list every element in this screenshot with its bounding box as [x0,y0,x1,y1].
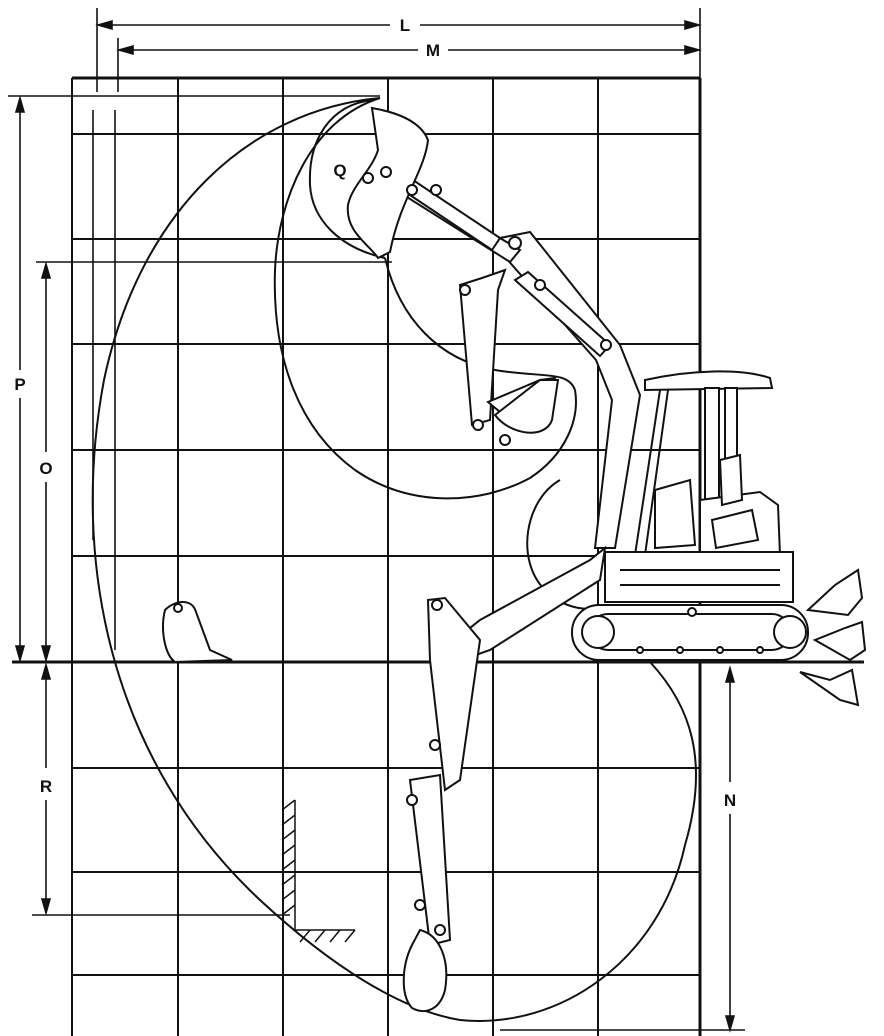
label-R: R [40,777,52,796]
ground-bucket [162,601,233,664]
label-L: L [400,16,410,35]
label-P: P [14,375,25,394]
trench-wall [281,799,356,943]
excavator-raised-arm [346,106,642,549]
dozer-blade-positions [799,568,867,707]
label-N: N [724,791,736,810]
bucket-curl-envelope [308,99,386,259]
excavator-mid-arm [458,268,560,446]
excavator-body [571,370,809,661]
bucket-pin-icon [173,603,183,613]
excavator-lowered-arm [402,545,607,1012]
outer-reach-envelope [91,97,697,1022]
dump-height-envelope [273,97,577,500]
label-M: M [426,41,440,60]
label-Q: Q [333,161,346,180]
label-O: O [39,459,52,478]
dimension-lines [8,8,745,1033]
